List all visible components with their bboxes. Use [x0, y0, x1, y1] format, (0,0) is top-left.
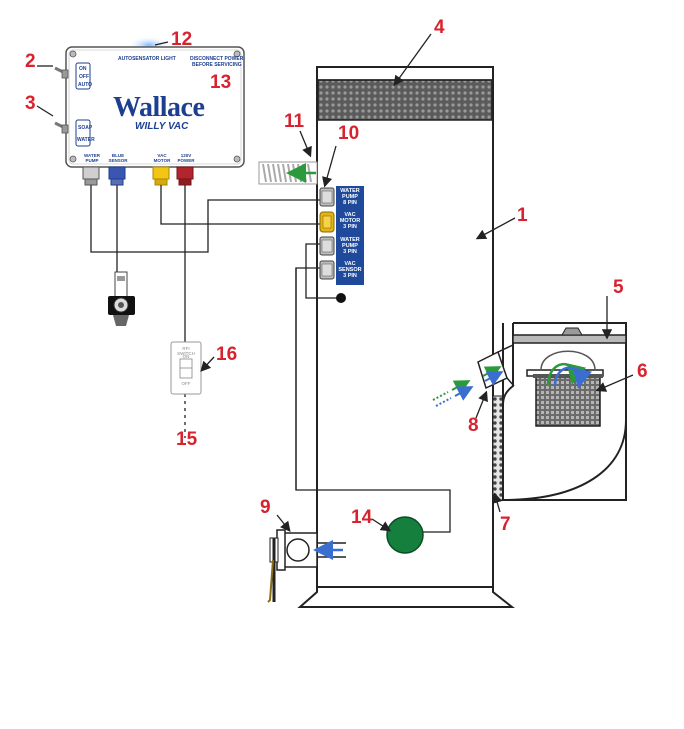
callout-5: 5 [613, 277, 624, 298]
connector-text: MOTOR [339, 218, 361, 224]
wiring [90, 185, 451, 533]
rf-switch-off: OFF [181, 381, 191, 386]
callout-15: 15 [176, 429, 198, 450]
callout-2: 2 [25, 51, 36, 72]
hopper-lid [512, 334, 627, 344]
port-label-blue-sensor: BLUE SENSOR [108, 153, 128, 163]
spray-nozzle [432, 344, 515, 407]
water-pump [267, 529, 346, 603]
callout-8: 8 [468, 415, 479, 436]
callout-16: 16 [216, 344, 238, 365]
callout-9: 9 [260, 497, 271, 518]
blue-sensor [108, 271, 135, 326]
top-vent-grille [317, 79, 493, 121]
port-label-vac-motor: VAC MOTOR [153, 153, 171, 163]
control-box [54, 36, 245, 186]
rf-switch-title: RFI SWITCH [177, 346, 195, 356]
callout-11: 11 [284, 111, 305, 132]
source-switch-water: WATER [77, 137, 95, 143]
warning-line-2: BEFORE SERVICING [192, 62, 242, 68]
connector-text: PUMP [342, 194, 358, 200]
port-vac-motor [152, 166, 170, 180]
connector-label-water-pump-3pin: WATER PUMP 3 PIN [336, 237, 364, 255]
side-hopper [502, 322, 627, 501]
brand-logo: Wallace [113, 92, 205, 123]
port-120v-power [176, 166, 194, 180]
connector-text: 8 PIN [343, 200, 357, 206]
port-blue-sensor [108, 166, 126, 180]
connector-text: PUMP [342, 243, 358, 249]
leader-lines [36, 33, 634, 533]
callout-14: 14 [351, 507, 373, 528]
lid-handle [561, 327, 583, 336]
callout-4: 4 [434, 17, 445, 38]
cabinet-base [297, 586, 515, 608]
source-switch-soap: SOAP [78, 125, 93, 131]
exhaust-vent [258, 161, 318, 185]
connector-label-water-pump-8pin: WATER PUMP 8 PIN [336, 188, 364, 206]
callout-13: 13 [210, 72, 232, 93]
callout-12: 12 [171, 29, 193, 50]
callout-10: 10 [338, 123, 360, 144]
connector-panel [319, 186, 364, 285]
cabinet [297, 66, 515, 608]
connector-text: 3 PIN [343, 273, 357, 279]
vac-motor [386, 516, 424, 554]
callout-7: 7 [500, 514, 511, 535]
callout-6: 6 [637, 361, 648, 382]
port-label-water-pump: WATER PUMP [84, 153, 100, 163]
callout-3: 3 [25, 93, 36, 114]
connector-text: SENSOR [338, 267, 362, 273]
autosensator-light-label: AUTOSENSATOR LIGHT [118, 56, 176, 62]
connector-text: VAC [344, 212, 356, 218]
sub-brand-logo: WILLY VAC [135, 121, 189, 132]
mode-switch-off: OFF [79, 74, 89, 80]
rf-switch-on: ON [182, 354, 190, 359]
connector-text: 3 PIN [343, 224, 357, 230]
port-water-pump [82, 166, 100, 180]
port-label-120v-power: 120V POWER [177, 153, 195, 163]
connector-label-vac-sensor-3pin: VAC SENSOR 3 PIN [336, 261, 364, 279]
warning-line-1: DISCONNECT POWER [190, 56, 244, 62]
side-vent-grate [492, 395, 504, 501]
connector-text: WATER [340, 188, 360, 194]
connector-text: 3 PIN [343, 249, 357, 255]
filter-basket [535, 375, 601, 427]
mode-switch-auto: AUTO [78, 82, 93, 88]
callout-1: 1 [517, 205, 528, 226]
connector-label-vac-motor-3pin: VAC MOTOR 3 PIN [336, 212, 364, 230]
connector-text: VAC [344, 261, 356, 267]
connector-text: WATER [340, 237, 360, 243]
mode-switch-on: ON [79, 66, 87, 72]
rf-switch [170, 341, 202, 395]
